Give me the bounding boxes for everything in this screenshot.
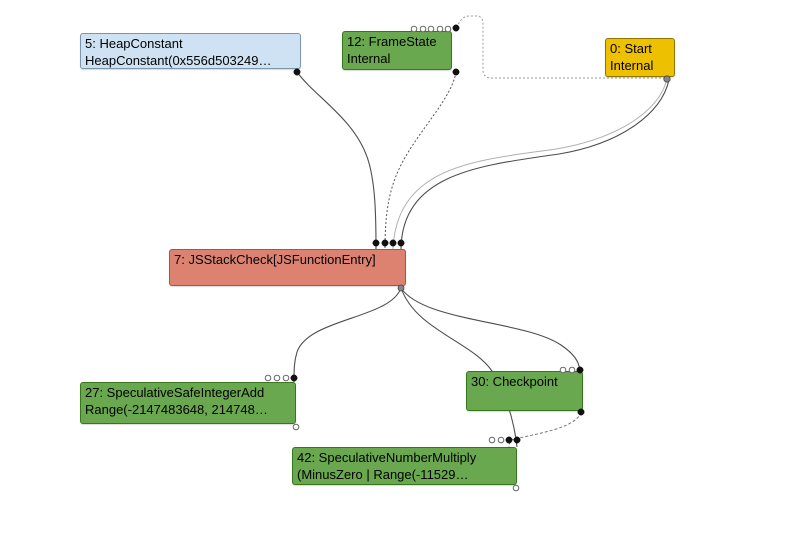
edge-30-to-42 [508, 411, 582, 448]
node-title: 12: FrameState [347, 34, 437, 49]
node-30-checkpoint[interactable]: 30: Checkpoint [466, 371, 583, 411]
edge-12-to-7 [384, 71, 457, 250]
node-42-speculativenumbermultiply[interactable]: 42: SpeculativeNumberMultiply (MinusZero… [292, 447, 517, 485]
node-0-start[interactable]: 0: Start Internal [605, 38, 675, 77]
node-7-jsstackcheck[interactable]: 7: JSStackCheck[JSFunctionEntry] [169, 249, 406, 286]
edge-7-to-30 [400, 287, 581, 372]
node-subtitle: (MinusZero | Range(-11529… [297, 467, 469, 482]
edge-7-to-42 [400, 287, 518, 448]
edge-0-to-7-control [400, 79, 670, 250]
node-subtitle: Range(-2147483648, 214748… [85, 402, 268, 417]
node-title: 0: Start [610, 41, 652, 56]
node-12-framestate[interactable]: 12: FrameState Internal [342, 31, 452, 70]
edge-0-to-7-effect [392, 78, 668, 250]
node-title: 30: Checkpoint [471, 374, 558, 389]
node-title: 5: HeapConstant [85, 36, 183, 51]
node-title: 27: SpeculativeSafeIntegerAdd [85, 385, 265, 400]
node-5-heapconstant[interactable]: 5: HeapConstant HeapConstant(0x556d50324… [80, 33, 301, 69]
node-27-speculativesafeintegeradd[interactable]: 27: SpeculativeSafeIntegerAdd Range(-214… [80, 382, 296, 424]
edge-7-to-27 [293, 287, 402, 383]
node-subtitle: HeapConstant(0x556d503249… [85, 53, 272, 68]
node-title: 7: JSStackCheck[JSFunctionEntry] [174, 252, 376, 267]
node-subtitle: Internal [610, 58, 654, 73]
node-title: 42: SpeculativeNumberMultiply [297, 450, 477, 465]
edge-5-to-7 [296, 71, 377, 250]
node-subtitle: Internal [347, 51, 391, 66]
